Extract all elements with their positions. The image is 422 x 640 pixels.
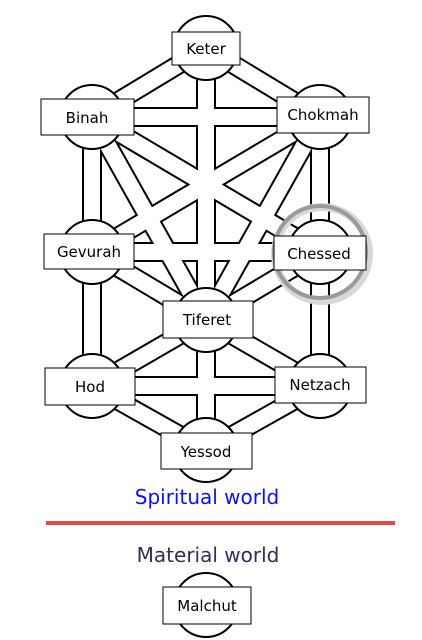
tiferet-label: Tiferet <box>182 311 231 329</box>
gevurah-node[interactable]: Gevurah <box>43 233 135 270</box>
yessod-label: Yessod <box>180 443 232 461</box>
binah-node[interactable]: Binah <box>40 98 135 136</box>
path-fill-chokmah-tiferet <box>199 113 327 324</box>
sefirot-labels: Keter Binah Chokmah Gevurah Chessed Tife… <box>40 31 370 625</box>
gevurah-label: Gevurah <box>57 243 121 261</box>
malchut-node[interactable]: Malchut <box>162 586 252 625</box>
spiritual-world-label: Spiritual world <box>135 485 279 509</box>
chokmah-node[interactable]: Chokmah <box>276 96 370 134</box>
chokmah-label: Chokmah <box>287 106 358 124</box>
keter-label: Keter <box>186 40 226 58</box>
netzach-node[interactable]: Netzach <box>274 366 367 404</box>
chessed-label: Chessed <box>287 245 351 263</box>
world-divider <box>46 521 395 525</box>
tiferet-node[interactable]: Tiferet <box>162 300 254 339</box>
malchut-label: Malchut <box>177 597 237 615</box>
yessod-node[interactable]: Yessod <box>160 432 253 470</box>
hod-label: Hod <box>75 378 105 396</box>
material-world-label: Material world <box>137 543 280 567</box>
hod-node[interactable]: Hod <box>44 367 136 406</box>
keter-node[interactable]: Keter <box>171 31 241 66</box>
binah-label: Binah <box>66 109 109 127</box>
path-fill-chokmah-gevurah <box>87 110 325 259</box>
chessed-node[interactable]: Chessed <box>273 235 367 271</box>
netzach-label: Netzach <box>289 376 350 394</box>
